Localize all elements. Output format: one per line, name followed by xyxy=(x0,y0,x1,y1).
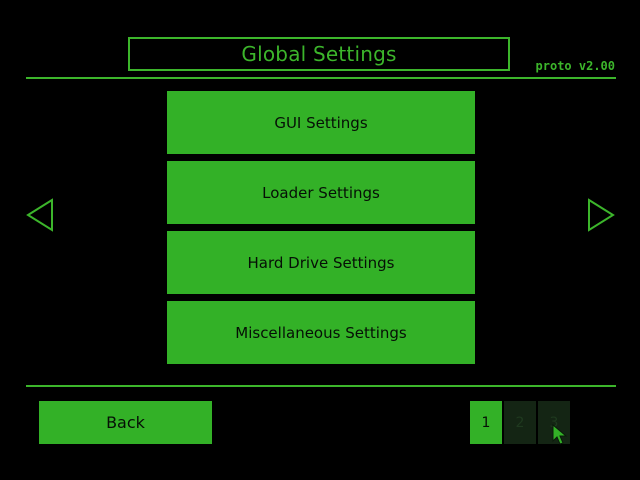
settings-menu: GUI Settings Loader Settings Hard Drive … xyxy=(167,91,475,371)
top-divider xyxy=(26,77,616,79)
miscellaneous-settings-button[interactable]: Miscellaneous Settings xyxy=(167,301,475,364)
page-2-button[interactable]: 2 xyxy=(504,401,536,444)
next-page-arrow-icon[interactable] xyxy=(587,198,615,232)
hard-drive-settings-button[interactable]: Hard Drive Settings xyxy=(167,231,475,294)
mouse-cursor-icon xyxy=(552,423,568,445)
loader-settings-button[interactable]: Loader Settings xyxy=(167,161,475,224)
back-button[interactable]: Back xyxy=(39,401,212,444)
version-label: proto v2.00 xyxy=(535,59,615,73)
page-title: Global Settings xyxy=(241,42,397,66)
bottom-divider xyxy=(26,385,616,387)
prev-page-arrow-icon[interactable] xyxy=(26,198,54,232)
page-title-box: Global Settings xyxy=(128,37,510,71)
page-1-button[interactable]: 1 xyxy=(470,401,502,444)
gui-settings-button[interactable]: GUI Settings xyxy=(167,91,475,154)
